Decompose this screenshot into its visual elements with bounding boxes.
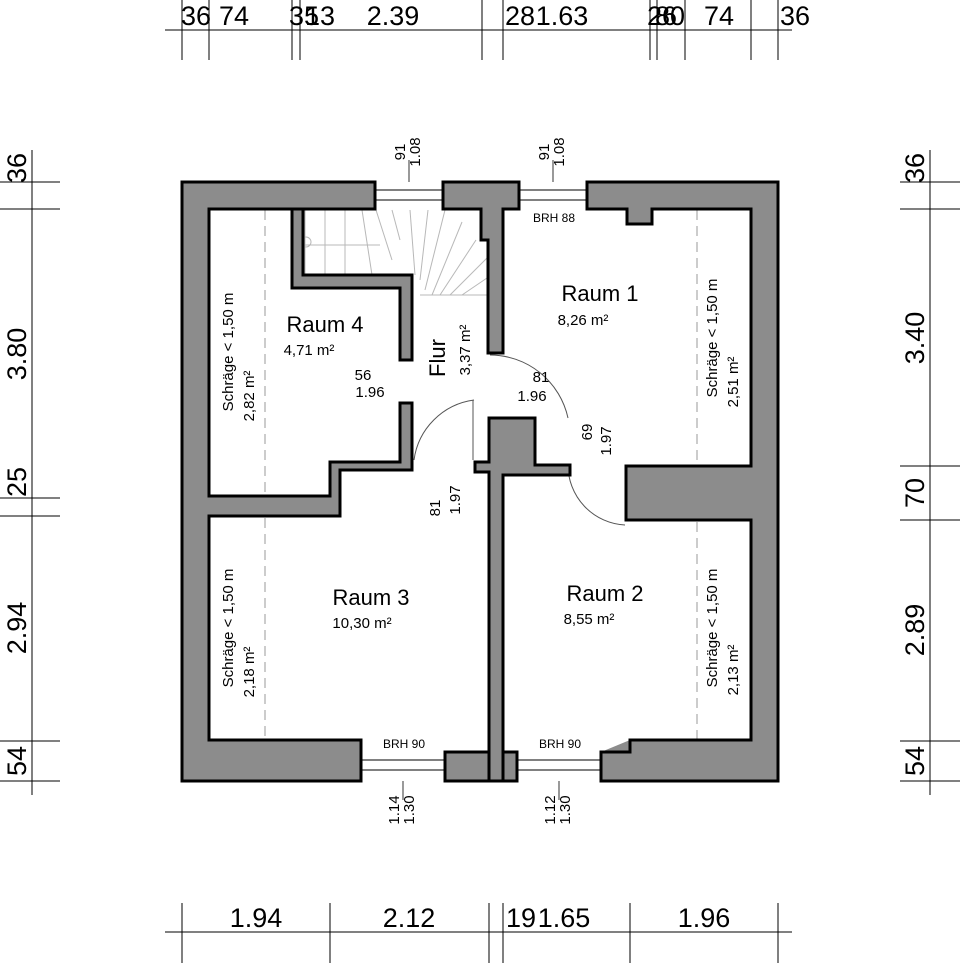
door-raum1-height: 1.96 [517,388,546,405]
bottom-dimension-chain: 1.94 2.12 19 1.65 1.96 [165,903,792,963]
right-dimension-chain: 36 3.40 70 2.89 54 [900,150,960,795]
dim-top-7: 1.63 [536,1,589,31]
staircase [300,209,488,296]
dim-bottom-3: 19 [506,903,536,933]
room-name: Raum 4 [286,312,363,337]
dim-left-4: 2.94 [2,602,32,655]
room-raum2: Raum 2 8,55 m² [564,581,644,628]
dim-top-5: 2.39 [367,1,420,31]
dim-left-3: 25 [2,467,32,497]
top-dimension-chain: 36 74 35 13 2.39 28 1.63 26 80 74 36 [165,0,810,60]
door-raum3-width: 81 [427,500,444,517]
dim-top-4: 13 [305,1,335,31]
dim-bottom-2: 2.12 [383,903,436,933]
room-raum4: Raum 4 4,71 m² [284,312,364,359]
room-flur: Flur 3,37 m² [425,325,474,377]
door-raum2-width: 69 [579,424,596,441]
dim-bottom-1: 1.94 [230,903,283,933]
dim-top-8: 26 [647,1,677,31]
room-area: 4,71 m² [284,342,335,359]
room-name: Raum 2 [566,581,643,606]
win-bottom-left-width: 1.14 [386,795,403,824]
dim-right-5: 54 [900,746,930,776]
room-name: Flur [425,339,450,377]
dim-top-1: 36 [181,1,211,31]
dim-bottom-5: 1.96 [678,903,731,933]
brh-bottom-left: BRH 90 [383,737,425,751]
slope-text: Schräge < 1,50 m [220,293,237,412]
dim-bottom-4: 1.65 [538,903,591,933]
dim-right-4: 2.89 [900,604,930,657]
win-top-right-width: 91 [536,144,553,161]
win-bottom-right-width: 1.12 [542,795,559,824]
slope-label-raum3: Schräge < 1,50 m 2,18 m² [220,569,258,698]
dim-right-3: 70 [900,478,930,508]
slope-label-raum4: Schräge < 1,50 m 2,82 m² [220,293,258,422]
win-top-right-height: 1.08 [551,137,568,166]
win-bottom-right-height: 1.30 [557,795,574,824]
slope-area: 2,82 m² [241,371,258,422]
dim-top-6: 28 [505,1,535,31]
door-raum4-height: 1.96 [355,384,384,401]
win-top-left-width: 91 [392,144,409,161]
dim-top-11: 36 [780,1,810,31]
dim-top-10: 74 [704,1,734,31]
door-raum1-width: 81 [533,369,550,386]
dim-top-9: 80 [655,1,685,31]
slope-label-raum2: Schräge < 1,50 m 2,13 m² [704,569,742,696]
room-area: 3,37 m² [457,325,474,376]
door-raum2-height: 1.97 [598,426,615,455]
slope-area: 2,18 m² [241,647,258,698]
dim-top-2: 74 [219,1,249,31]
left-dimension-chain: 36 3.80 25 2.94 54 [0,150,60,795]
room-raum3: Raum 3 10,30 m² [332,585,409,632]
room-name: Raum 1 [561,281,638,306]
room-area: 8,26 m² [558,312,609,329]
brh-top: BRH 88 [533,211,575,225]
room-area: 10,30 m² [332,615,391,632]
slope-area: 2,13 m² [725,645,742,696]
room-raum1: Raum 1 8,26 m² [558,281,639,329]
brh-bottom-right: BRH 90 [539,737,581,751]
slope-text: Schräge < 1,50 m [704,279,721,398]
slope-text: Schräge < 1,50 m [220,569,237,688]
dim-left-2: 3.80 [2,328,32,381]
walls [180,180,780,783]
dim-left-5: 54 [2,746,32,776]
dim-right-2: 3.40 [900,312,930,365]
door-raum3-height: 1.97 [447,485,464,514]
dim-right-1: 36 [900,153,930,183]
dim-left-1: 36 [2,153,32,183]
win-top-left-height: 1.08 [407,137,424,166]
dim-top-3: 35 [289,1,319,31]
door-raum4-width: 56 [355,367,372,384]
window-labels: 91 1.08 91 1.08 1.14 1.30 1.12 1.30 [386,137,574,824]
windows [361,160,601,800]
win-bottom-left-height: 1.30 [401,795,418,824]
room-name: Raum 3 [332,585,409,610]
slope-lines [264,210,698,740]
slope-text: Schräge < 1,50 m [704,569,721,688]
slope-label-raum1: Schräge < 1,50 m 2,51 m² [704,279,742,408]
slope-area: 2,51 m² [725,357,742,408]
room-area: 8,55 m² [564,611,615,628]
